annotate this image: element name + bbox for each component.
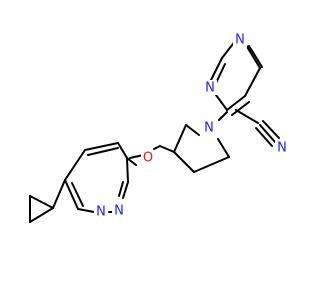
nitrogen-atom-label: N (96, 205, 106, 220)
nitrogen-atom-label: N (114, 204, 124, 219)
pyrazine-ring (210, 39, 263, 116)
oxygen-atom-label: O (143, 151, 153, 166)
bond (64, 179, 79, 210)
molecule-diagram: N N N N O N N (29, 32, 289, 223)
bond (226, 95, 246, 111)
bond (126, 157, 137, 166)
bond (217, 138, 230, 158)
bond (52, 179, 66, 209)
nitrogen-atom-label: N (235, 33, 245, 48)
atom-labels: N N N N O N N (94, 33, 289, 220)
bond (126, 157, 129, 183)
bond (255, 127, 273, 147)
bond (84, 142, 119, 151)
cyclopropyl-group (29, 179, 66, 223)
bond (215, 94, 228, 111)
nitrogen-atom-label: N (277, 141, 287, 156)
bond (71, 182, 84, 207)
bond (29, 195, 54, 209)
bond (173, 151, 195, 173)
nitrogen-atom-label: N (205, 81, 215, 96)
bond (235, 109, 259, 124)
bond (77, 208, 95, 213)
bond (64, 149, 86, 181)
bond (185, 124, 200, 136)
nitrogen-atom-label: N (204, 121, 214, 136)
bond (244, 67, 261, 97)
bond (29, 207, 54, 223)
bond (259, 124, 276, 143)
nitrile-group (235, 109, 280, 147)
bond (117, 142, 128, 159)
bond (262, 120, 280, 139)
bond (193, 156, 230, 173)
structure-svg: N N N N O N N (29, 32, 289, 223)
bond (210, 57, 223, 81)
bond (231, 101, 250, 116)
bond (248, 45, 263, 68)
bond (118, 181, 124, 197)
bond (159, 145, 175, 153)
bond (173, 124, 187, 153)
bond (122, 181, 129, 199)
bond (218, 111, 228, 121)
bond (215, 63, 226, 84)
bond (87, 147, 119, 156)
pyridazine-ring (64, 142, 129, 213)
pyrrolidine-ring (173, 111, 230, 173)
bond (153, 145, 161, 150)
